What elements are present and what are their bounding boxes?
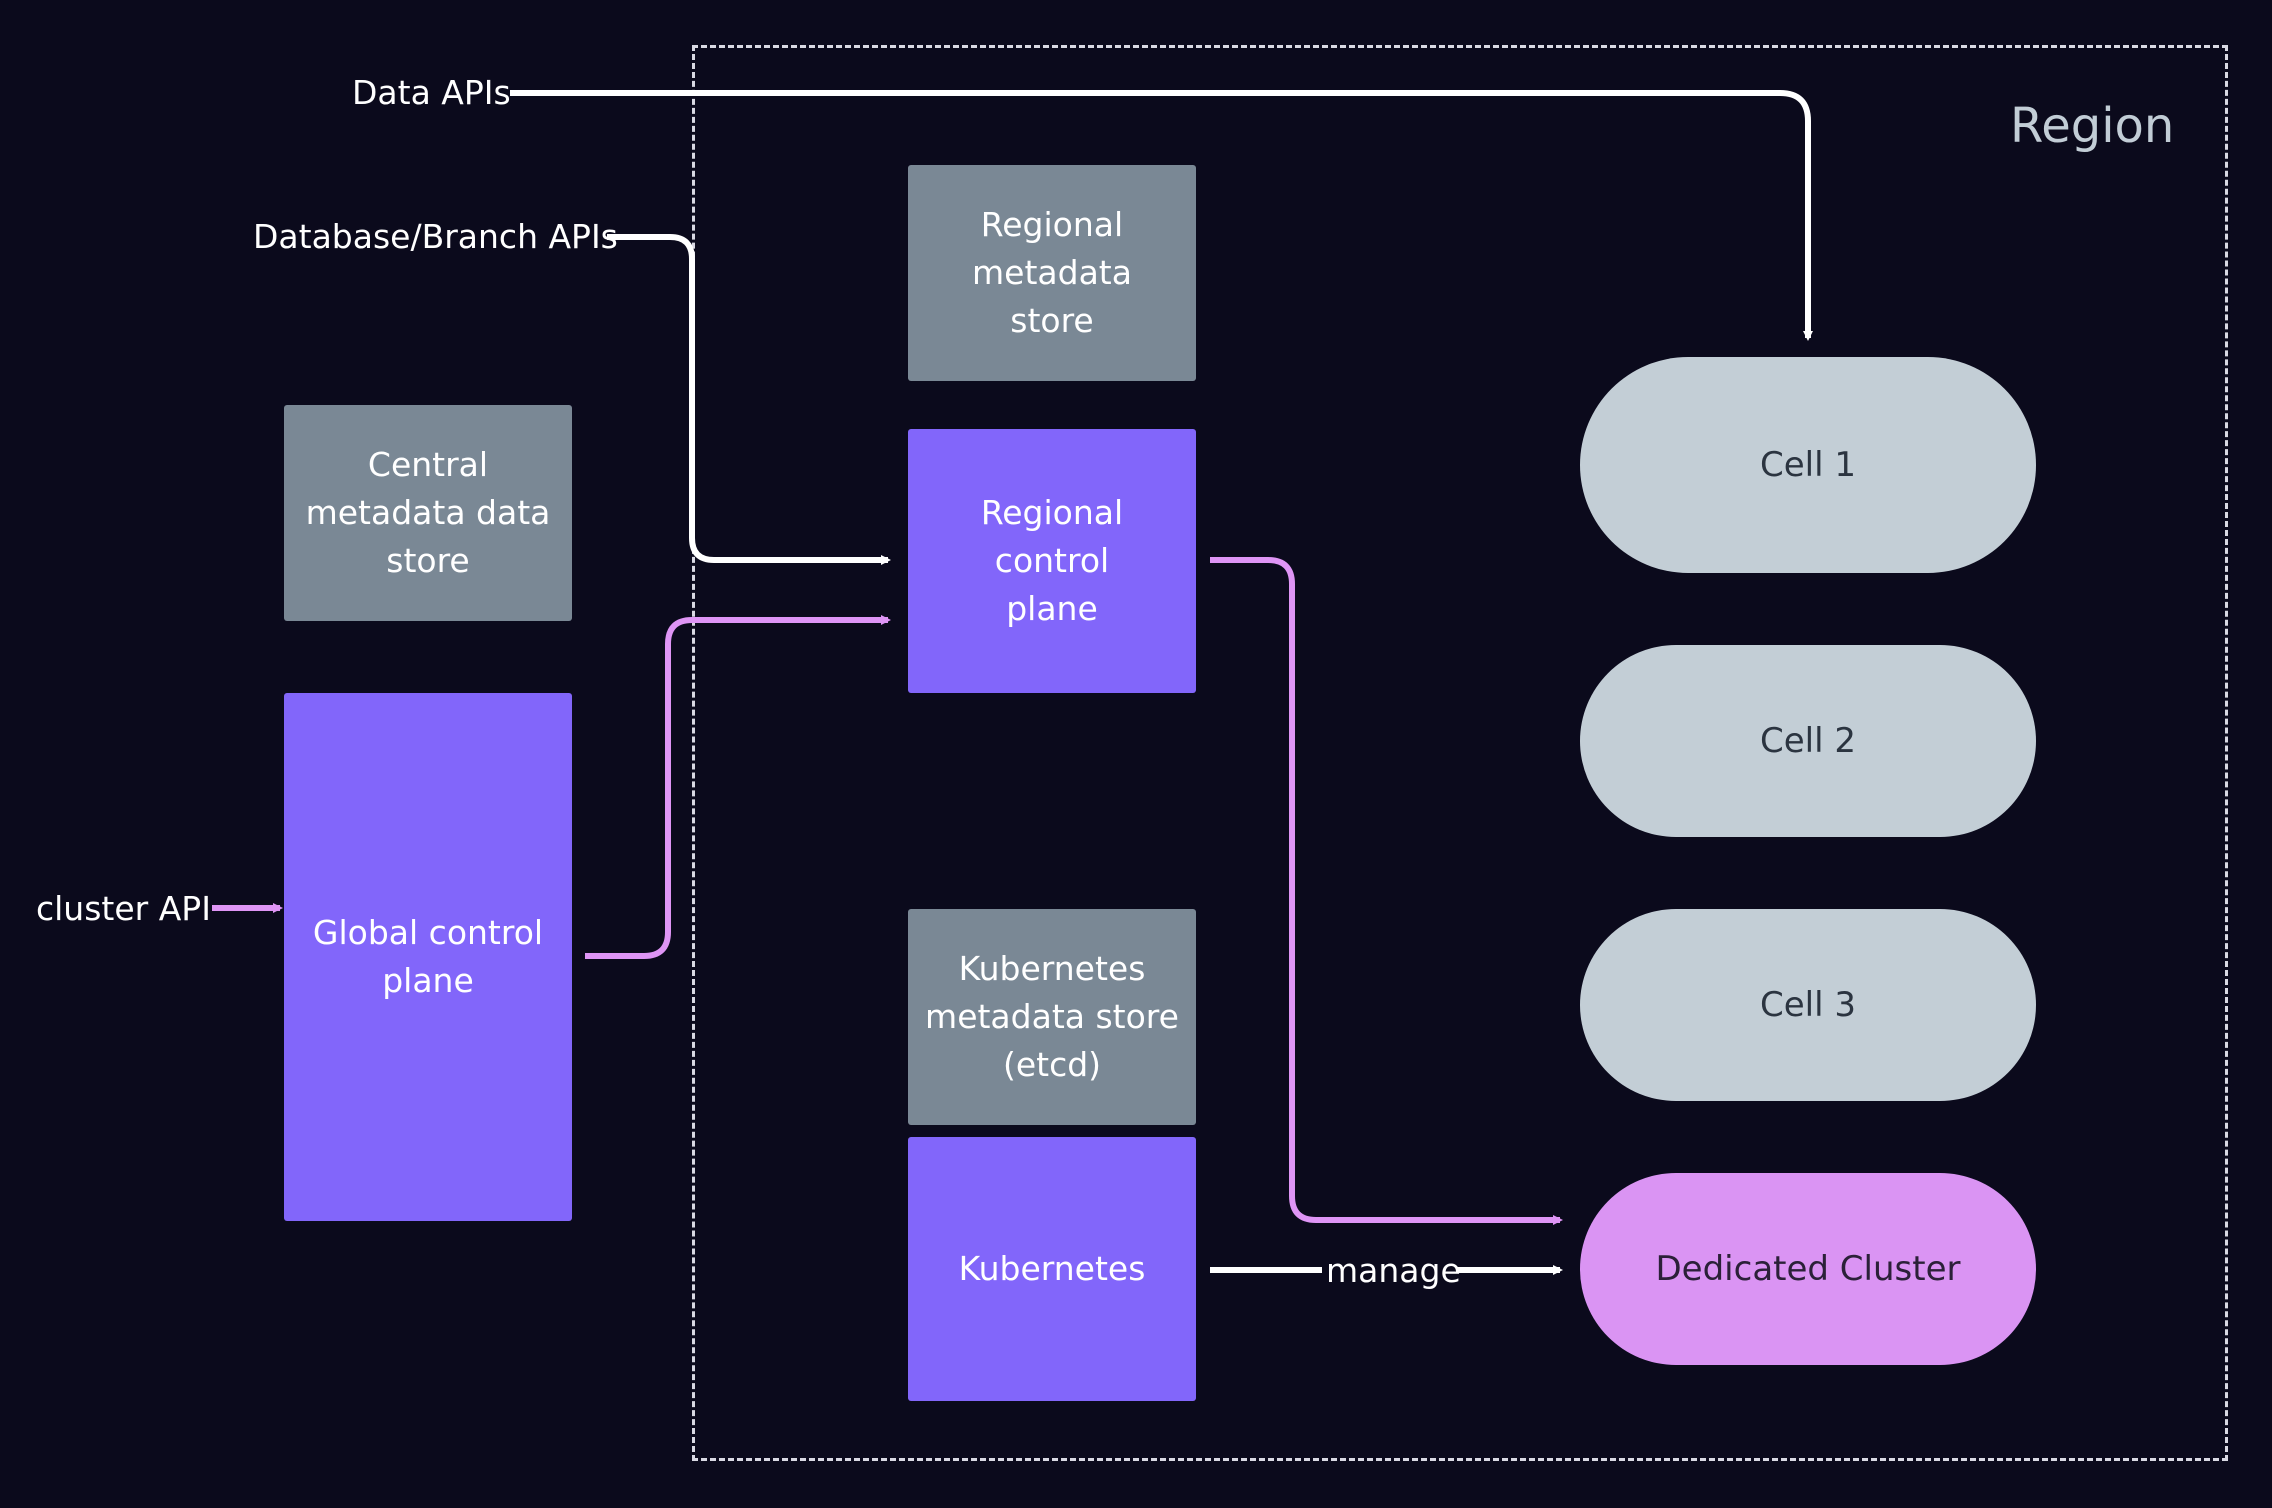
edge-data-apis-to-cell1 bbox=[510, 90, 1813, 341]
label-cluster-api: cluster API bbox=[36, 889, 211, 928]
kubernetes-box: Kubernetes bbox=[908, 1137, 1196, 1401]
edge-regional-cp-to-dedicated bbox=[1210, 557, 1563, 1225]
regional-control-plane: Regional control plane bbox=[908, 429, 1196, 693]
label-database-branch-apis: Database/Branch APIs bbox=[253, 217, 618, 256]
region-label: Region bbox=[2010, 98, 2175, 154]
cell-1: Cell 1 bbox=[1580, 357, 2036, 573]
dedicated-cluster: Dedicated Cluster bbox=[1580, 1173, 2036, 1365]
cell-2: Cell 2 bbox=[1580, 645, 2036, 837]
edge-global-cp-to-regional-cp bbox=[585, 615, 891, 959]
label-data-apis: Data APIs bbox=[352, 73, 511, 112]
cell-3: Cell 3 bbox=[1580, 909, 2036, 1101]
edge-db-branch-apis-to-regional-cp bbox=[607, 234, 891, 565]
global-control-plane: Global control plane bbox=[284, 693, 572, 1221]
region-boundary bbox=[692, 45, 2228, 1461]
label-manage: manage bbox=[1326, 1251, 1461, 1290]
central-metadata-store: Central metadata data store bbox=[284, 405, 572, 621]
kubernetes-metadata-store: Kubernetes metadata store (etcd) bbox=[908, 909, 1196, 1125]
regional-metadata-store: Regional metadata store bbox=[908, 165, 1196, 381]
